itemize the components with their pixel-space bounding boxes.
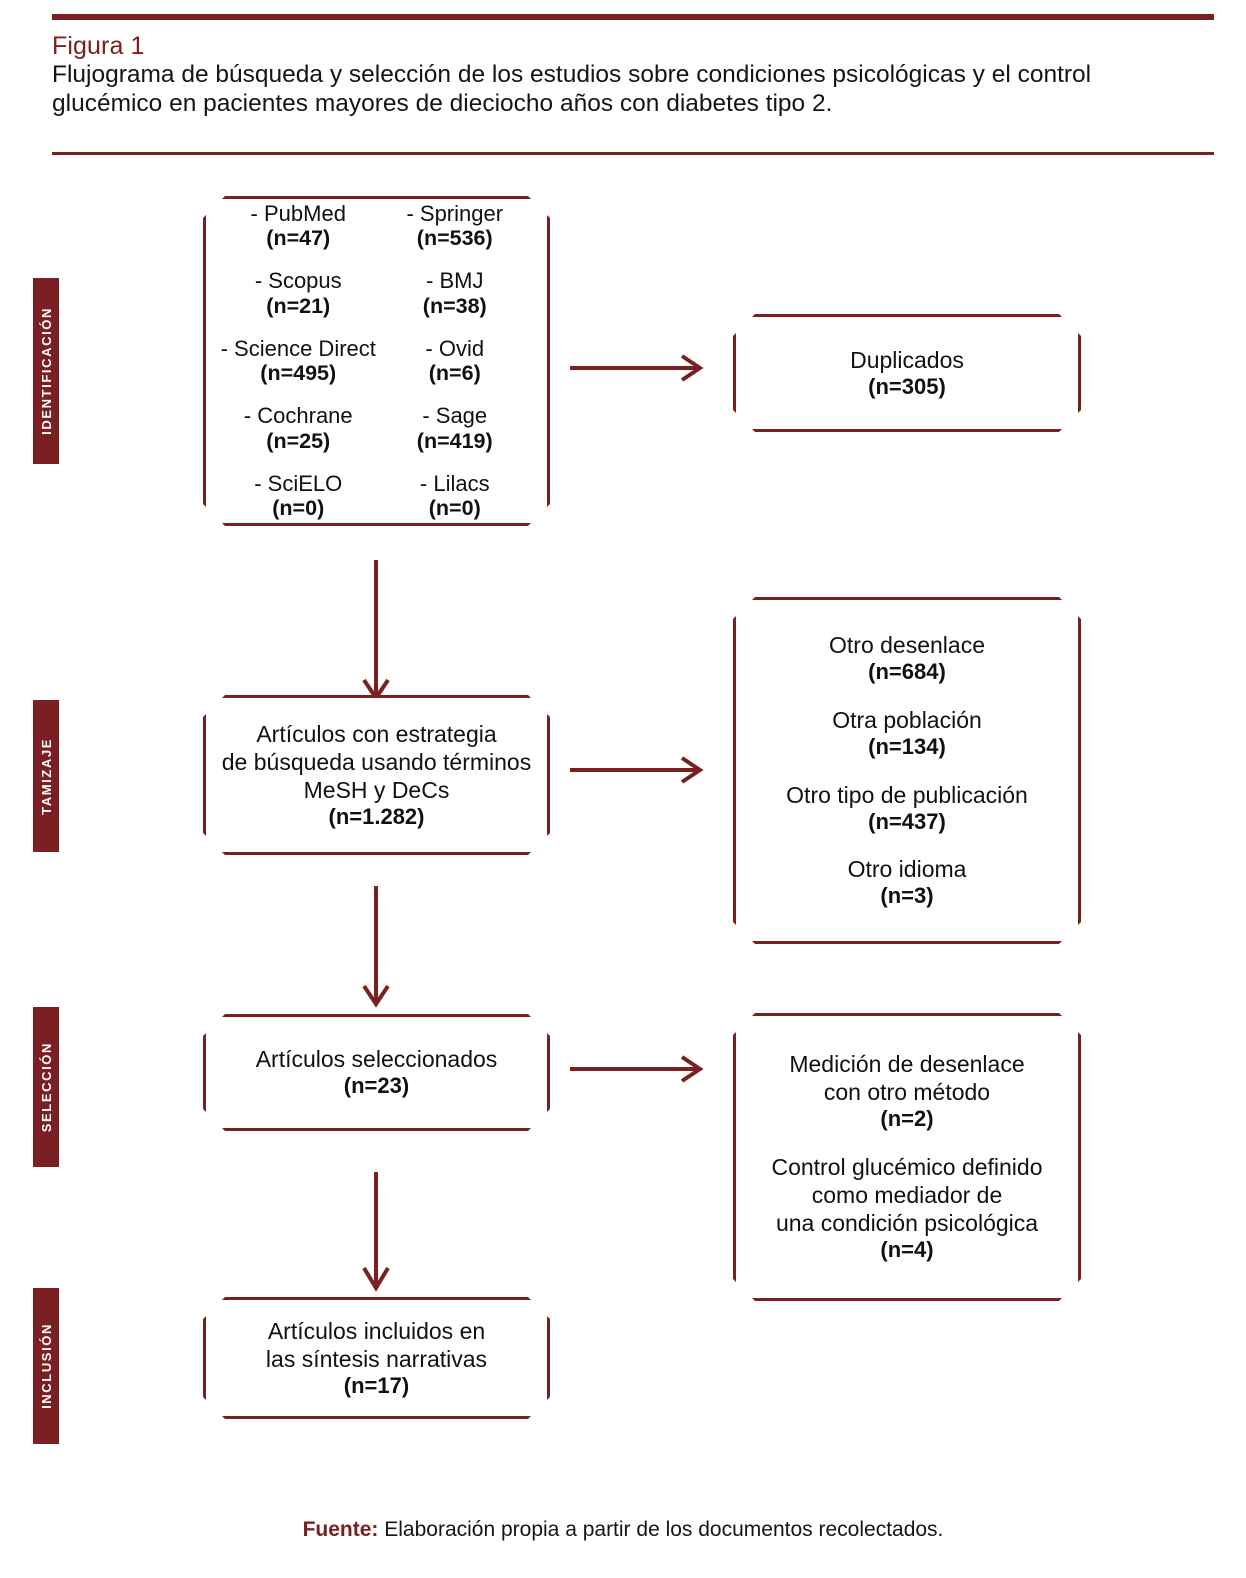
database-count: (n=6) bbox=[428, 361, 481, 386]
exclusion-reason: Medición de desenlace con otro método (n… bbox=[746, 1050, 1068, 1133]
arrow-sources-to-screening bbox=[360, 560, 392, 708]
database-count: (n=419) bbox=[416, 428, 493, 453]
exclusion-label: Otro tipo de publicación bbox=[786, 781, 1028, 808]
header-top-rule bbox=[52, 14, 1214, 20]
exclusion-line-1: Medición de desenlace bbox=[789, 1051, 1025, 1078]
exclusion-reason: Otro tipo de publicación (n=437) bbox=[746, 781, 1068, 836]
database-entry: - Ovid (n=6) bbox=[377, 336, 534, 386]
exclusion-count: (n=437) bbox=[868, 808, 946, 834]
database-entry: - BMJ (n=38) bbox=[377, 268, 534, 318]
node-included: Artículos incluidos en las síntesis narr… bbox=[203, 1297, 550, 1419]
screening-line-1: Artículos con estrategia bbox=[256, 720, 497, 747]
exclusion-label: Otra población bbox=[832, 706, 982, 733]
stage-tab-label: TAMIZAJE bbox=[38, 737, 54, 815]
database-count: (n=495) bbox=[260, 361, 337, 386]
exclusion-line-3: una condición psicológica bbox=[775, 1210, 1039, 1237]
included-line-1: Artículos incluidos en bbox=[267, 1317, 486, 1344]
header-bottom-rule bbox=[52, 152, 1214, 155]
exclusion-reason: Control glucémico definido como mediador… bbox=[746, 1153, 1068, 1264]
database-name: - Scopus bbox=[254, 268, 342, 294]
database-name: - Cochrane bbox=[243, 403, 353, 429]
arrow-sources-to-duplicates bbox=[570, 352, 710, 384]
node-screening: Artículos con estrategia de búsqueda usa… bbox=[203, 695, 550, 855]
exclusion-line-1: Control glucémico definido bbox=[771, 1153, 1043, 1180]
exclusion-reason: Otro idioma (n=3) bbox=[746, 855, 1068, 910]
database-count: (n=25) bbox=[266, 428, 331, 453]
figure-label: Figura 1 bbox=[52, 32, 145, 60]
arrow-screening-to-excluded bbox=[570, 754, 710, 786]
database-entry: - Cochrane (n=25) bbox=[220, 403, 377, 453]
stage-tab-identificacion: IDENTIFICACIÓN bbox=[33, 278, 59, 464]
selected-count: (n=23) bbox=[343, 1073, 410, 1099]
database-entry: - Springer (n=536) bbox=[377, 201, 534, 251]
figure-caption: Flujograma de búsqueda y selección de lo… bbox=[52, 61, 1092, 117]
stage-tab-tamizaje: TAMIZAJE bbox=[33, 700, 59, 852]
database-entry: - Science Direct (n=495) bbox=[220, 336, 377, 386]
exclusion-count: (n=134) bbox=[868, 733, 946, 759]
exclusion-label: Otro idioma bbox=[847, 856, 967, 883]
node-selection-excluded: Medición de desenlace con otro método (n… bbox=[733, 1013, 1081, 1301]
database-name: - Springer bbox=[406, 200, 504, 226]
arrow-selected-to-excluded bbox=[570, 1053, 710, 1085]
database-count: (n=536) bbox=[416, 226, 493, 251]
exclusion-count: (n=2) bbox=[880, 1106, 934, 1132]
database-entry: - Sage (n=419) bbox=[377, 403, 534, 453]
stage-tab-inclusion: INCLUSIÓN bbox=[33, 1288, 59, 1444]
exclusion-reason: Otro desenlace (n=684) bbox=[746, 631, 1068, 686]
node-databases: - PubMed (n=47) - Scopus (n=21) - Scienc… bbox=[203, 196, 550, 526]
screening-line-3: MeSH y DeCs bbox=[303, 776, 450, 803]
arrow-screening-to-selected bbox=[360, 886, 392, 1014]
database-count: (n=0) bbox=[428, 496, 481, 521]
stage-tab-label: SELECCIÓN bbox=[38, 1041, 54, 1133]
exclusion-count: (n=684) bbox=[868, 658, 946, 684]
database-name: - Ovid bbox=[425, 335, 485, 361]
database-entry: - Scopus (n=21) bbox=[220, 268, 377, 318]
database-name: - Lilacs bbox=[419, 470, 490, 496]
screening-count: (n=1.282) bbox=[328, 803, 425, 829]
screening-line-2: de búsqueda usando términos bbox=[221, 748, 532, 775]
database-name: - Sage bbox=[422, 403, 488, 429]
database-count: (n=38) bbox=[422, 293, 487, 318]
database-entry: - Lilacs (n=0) bbox=[377, 471, 534, 521]
exclusion-label: Otro desenlace bbox=[829, 631, 985, 658]
node-selected: Artículos seleccionados (n=23) bbox=[203, 1014, 550, 1131]
exclusion-line-2: con otro método bbox=[823, 1079, 991, 1106]
database-count: (n=21) bbox=[266, 293, 331, 318]
node-screening-excluded: Otro desenlace (n=684) Otra población (n… bbox=[733, 597, 1081, 944]
source-note: Fuente: Elaboración propia a partir de l… bbox=[0, 1518, 1246, 1542]
selected-label: Artículos seleccionados bbox=[255, 1046, 498, 1073]
exclusion-count: (n=3) bbox=[880, 883, 934, 909]
databases-column-left: - PubMed (n=47) - Scopus (n=21) - Scienc… bbox=[220, 201, 377, 521]
databases-column-right: - Springer (n=536) - BMJ (n=38) - Ovid (… bbox=[377, 201, 534, 521]
source-note-label: Fuente: bbox=[302, 1518, 379, 1541]
stage-tab-label: IDENTIFICACIÓN bbox=[38, 307, 54, 435]
exclusion-count: (n=4) bbox=[880, 1237, 934, 1263]
duplicates-count: (n=305) bbox=[868, 373, 946, 399]
database-name: - BMJ bbox=[426, 268, 484, 294]
arrow-selected-to-included bbox=[360, 1172, 392, 1298]
exclusion-line-2: como mediador de bbox=[811, 1182, 1003, 1209]
database-count: (n=47) bbox=[266, 226, 331, 251]
stage-tab-seleccion: SELECCIÓN bbox=[33, 1007, 59, 1167]
database-name: - Science Direct bbox=[220, 335, 376, 361]
database-count: (n=0) bbox=[272, 496, 325, 521]
exclusion-reason: Otra población (n=134) bbox=[746, 706, 1068, 761]
database-entry: - PubMed (n=47) bbox=[220, 201, 377, 251]
included-count: (n=17) bbox=[343, 1372, 410, 1398]
database-name: - PubMed bbox=[250, 200, 346, 226]
source-note-text: Elaboración propia a partir de los docum… bbox=[378, 1518, 944, 1541]
stage-tab-label: INCLUSIÓN bbox=[38, 1323, 54, 1409]
node-duplicates: Duplicados (n=305) bbox=[733, 314, 1081, 432]
database-entry: - SciELO (n=0) bbox=[220, 471, 377, 521]
duplicates-label: Duplicados bbox=[850, 346, 964, 373]
included-line-2: las síntesis narrativas bbox=[265, 1345, 488, 1372]
database-name: - SciELO bbox=[254, 470, 343, 496]
